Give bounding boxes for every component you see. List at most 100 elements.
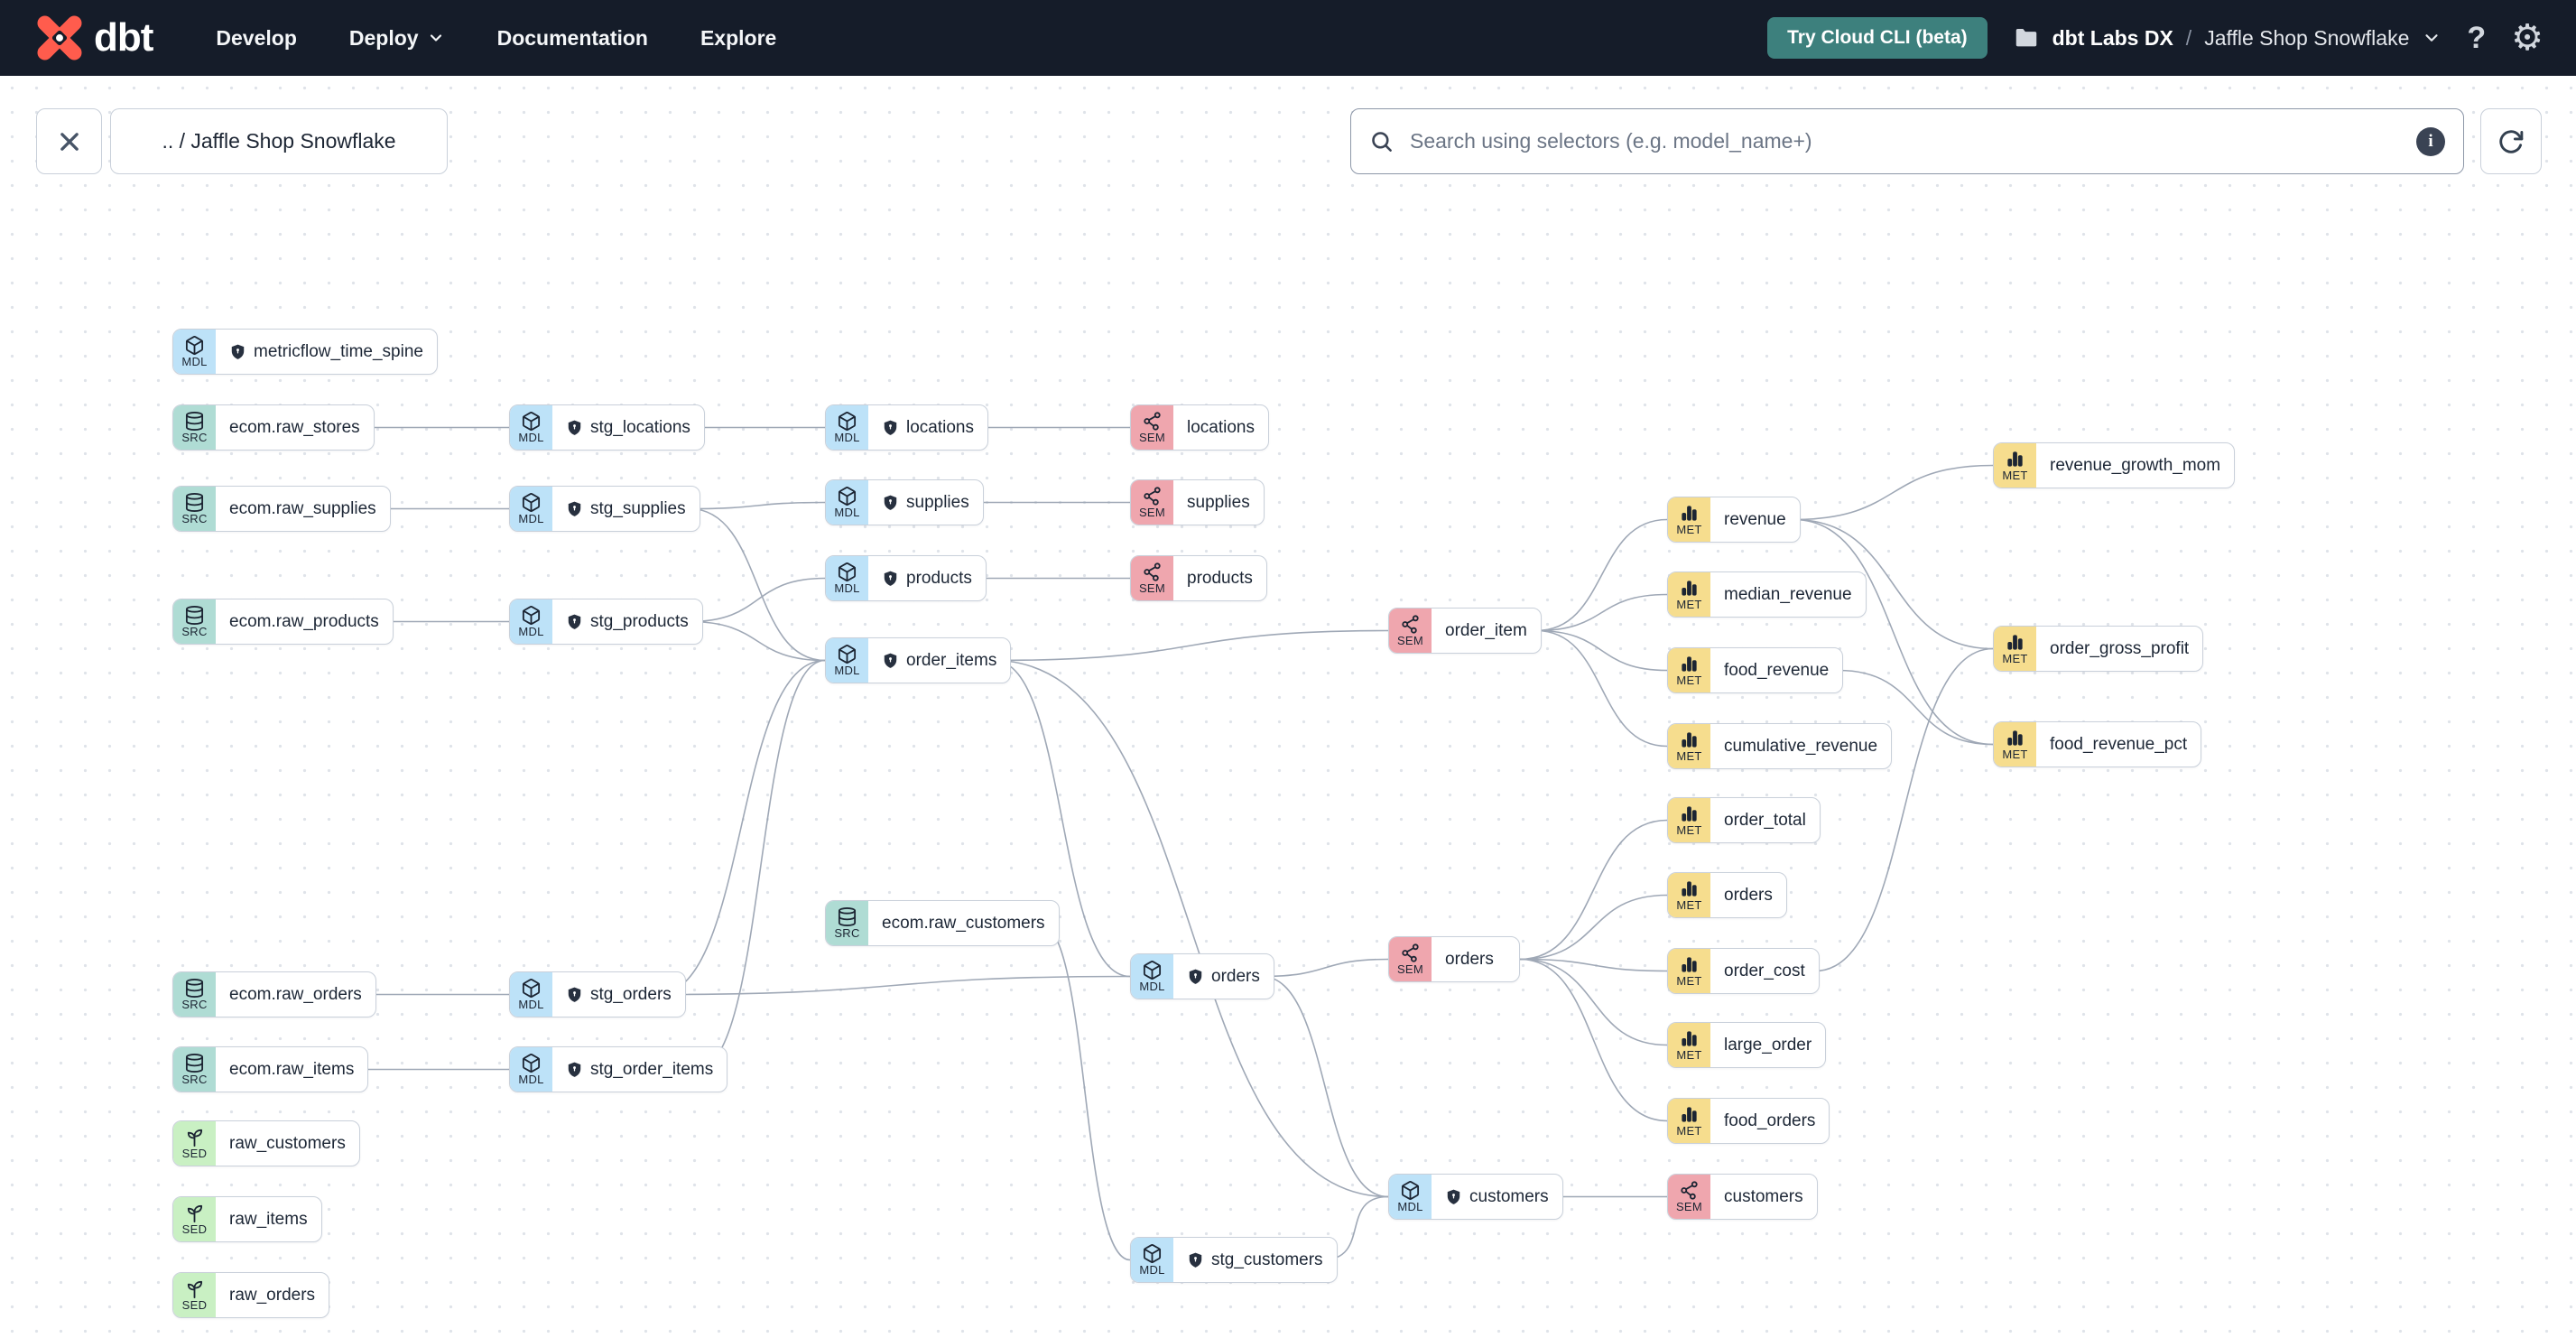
shield-icon <box>568 420 581 435</box>
nav-link-deploy[interactable]: Deploy <box>349 26 445 51</box>
graph-node-raw_customers_seed[interactable]: SED raw_customers <box>172 1120 360 1166</box>
bar-chart-icon: MET <box>1668 949 1710 993</box>
gear-icon[interactable]: ⚙ <box>2511 17 2544 59</box>
shield-icon <box>568 614 581 629</box>
help-icon[interactable]: ? <box>2467 20 2487 55</box>
top-navbar: dbt Develop Deploy Documentation Explore Tr… <box>0 0 2576 76</box>
node-label: customers <box>1432 1175 1562 1219</box>
node-label: locations <box>1187 417 1255 437</box>
folder-icon <box>2015 29 2036 47</box>
graph-node-large_order[interactable]: MET large_order <box>1667 1022 1827 1068</box>
share-network-icon: SEM <box>1131 556 1173 600</box>
nav-link-documentation[interactable]: Documentation <box>496 25 648 50</box>
seedling-icon: SED <box>173 1121 216 1166</box>
node-label: stg_order_items <box>552 1047 727 1092</box>
project-name[interactable]: Jaffle Shop Snowflake <box>2204 25 2410 50</box>
lineage-breadcrumb-button[interactable]: .. / Jaffle Shop Snowflake <box>110 108 448 174</box>
node-type-badge: SEM <box>1138 581 1166 595</box>
selector-search[interactable]: i <box>1350 108 2464 174</box>
node-label: ecom.raw_items <box>229 1059 355 1079</box>
bar-chart-icon: MET <box>1668 873 1710 917</box>
node-label: products <box>1187 568 1253 588</box>
lineage-canvas[interactable] <box>0 76 2576 1338</box>
node-label: stg_locations <box>552 405 704 450</box>
project-breadcrumb[interactable]: dbt Labs DX / Jaffle Shop Snowflake <box>2013 24 2442 51</box>
node-label: large_order <box>1724 1035 1812 1055</box>
cube-icon: MDL <box>173 330 216 374</box>
node-type-badge: MET <box>1676 973 1702 988</box>
database-icon: SRC <box>173 487 216 531</box>
info-icon[interactable]: i <box>2416 126 2445 156</box>
search-input[interactable] <box>1408 128 2402 154</box>
bar-chart-icon: MET <box>1668 798 1710 842</box>
node-label: ecom.raw_customers <box>882 913 1045 933</box>
node-type-badge: MDL <box>834 581 860 595</box>
node-type-badge: MET <box>2002 651 2028 665</box>
refresh-icon <box>2499 129 2524 153</box>
shield-icon <box>568 987 581 1002</box>
cube-icon: MDL <box>510 599 552 644</box>
chevron-down-icon <box>2425 34 2438 42</box>
nav-link-develop[interactable]: Develop <box>216 25 297 50</box>
node-label: ecom.raw_supplies <box>229 498 376 518</box>
node-type-badge: MET <box>1676 1047 1702 1062</box>
node-label: stg_products <box>552 599 702 644</box>
node-type-badge: MET <box>1676 522 1702 536</box>
dbt-logo[interactable]: dbt <box>34 13 153 63</box>
node-label: orders <box>1724 885 1773 905</box>
shield-icon <box>884 495 897 510</box>
node-label: locations <box>868 405 987 450</box>
node-label: stg_orders <box>552 972 685 1017</box>
graph-node-products_sem[interactable]: SEM products <box>1130 555 1267 601</box>
try-cloud-cli-button[interactable]: Try Cloud CLI (beta) <box>1767 17 1988 59</box>
node-type-badge: SRC <box>181 1072 208 1086</box>
cube-icon: MDL <box>510 405 552 450</box>
node-type-badge: SEM <box>1396 962 1424 976</box>
graph-node-raw_supplies[interactable]: SRC ecom.raw_supplies <box>172 486 391 532</box>
database-icon: SRC <box>173 972 216 1017</box>
nav-link-explore[interactable]: Explore <box>700 25 777 50</box>
graph-node-orders_met[interactable]: MET orders <box>1667 872 1787 918</box>
graph-node-raw_items_src[interactable]: SRC ecom.raw_items <box>172 1046 369 1092</box>
node-label: raw_customers <box>229 1133 346 1153</box>
node-type-badge: SRC <box>181 997 208 1011</box>
refresh-button[interactable] <box>2480 108 2542 174</box>
node-type-badge: MET <box>1676 1123 1702 1138</box>
node-type-badge: SRC <box>181 624 208 638</box>
close-lineage-button[interactable] <box>36 108 102 174</box>
